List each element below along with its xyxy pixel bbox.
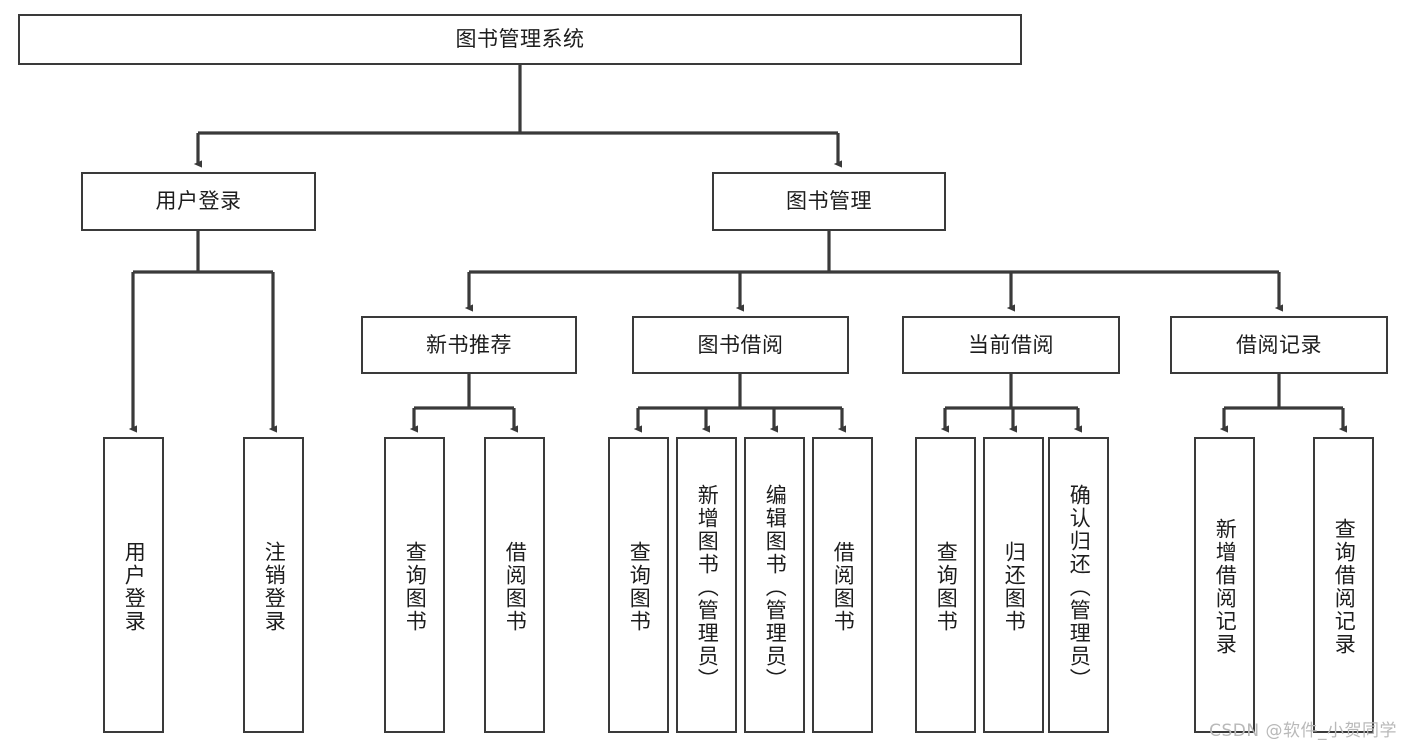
node-label-leaf-return-book: 归还图书	[1002, 541, 1027, 633]
node-label-book-manage: 图书管理	[786, 189, 872, 214]
node-label-borrow-record: 借阅记录	[1236, 332, 1322, 357]
node-leaf-confirm-return[interactable]: 确认归还（管理员）	[1048, 437, 1109, 733]
node-label-leaf-add-record: 新增借阅记录	[1213, 518, 1238, 656]
node-leaf-edit-book[interactable]: 编辑图书（管理员）	[744, 437, 805, 733]
node-label-leaf-query-record: 查询借阅记录	[1332, 518, 1357, 656]
node-leaf-add-record[interactable]: 新增借阅记录	[1194, 437, 1255, 733]
node-label-leaf-logout-login: 注销登录	[262, 541, 287, 633]
node-label-leaf-edit-book: 编辑图书（管理员）	[763, 483, 788, 691]
node-label-current-borrow: 当前借阅	[968, 332, 1054, 357]
node-leaf-borrow-book-2[interactable]: 借阅图书	[812, 437, 873, 733]
node-book-management-system[interactable]: 图书管理系统	[18, 14, 1022, 65]
node-label-leaf-borrow-book-2: 借阅图书	[831, 541, 856, 633]
node-leaf-return-book[interactable]: 归还图书	[983, 437, 1044, 733]
node-leaf-borrow-book-1[interactable]: 借阅图书	[484, 437, 545, 733]
node-label-leaf-query-book-3: 查询图书	[934, 541, 959, 633]
node-label-leaf-confirm-return: 确认归还（管理员）	[1067, 483, 1092, 691]
node-leaf-logout-login[interactable]: 注销登录	[243, 437, 304, 733]
node-label-leaf-query-book-1: 查询图书	[403, 541, 428, 633]
node-leaf-query-record[interactable]: 查询借阅记录	[1313, 437, 1374, 733]
node-new-book-recommend[interactable]: 新书推荐	[361, 316, 577, 374]
node-leaf-query-book-2[interactable]: 查询图书	[608, 437, 669, 733]
node-label-root: 图书管理系统	[455, 27, 585, 52]
node-label-user-login: 用户登录	[155, 189, 242, 214]
node-user-login[interactable]: 用户登录	[81, 172, 316, 231]
node-current-borrow[interactable]: 当前借阅	[902, 316, 1120, 374]
node-leaf-user-login[interactable]: 用户登录	[103, 437, 164, 733]
node-borrow-record[interactable]: 借阅记录	[1170, 316, 1388, 374]
node-label-leaf-borrow-book-1: 借阅图书	[503, 541, 528, 633]
node-book-manage[interactable]: 图书管理	[712, 172, 946, 231]
node-leaf-query-book-3[interactable]: 查询图书	[915, 437, 976, 733]
node-label-leaf-query-book-2: 查询图书	[627, 541, 652, 633]
node-book-borrow[interactable]: 图书借阅	[632, 316, 849, 374]
node-leaf-query-book-1[interactable]: 查询图书	[384, 437, 445, 733]
node-label-book-borrow: 图书借阅	[697, 332, 784, 357]
node-label-leaf-user-login: 用户登录	[122, 541, 147, 633]
node-leaf-add-book[interactable]: 新增图书（管理员）	[676, 437, 737, 733]
node-label-new-book-recommend: 新书推荐	[426, 332, 512, 357]
node-label-leaf-add-book: 新增图书（管理员）	[695, 483, 720, 691]
